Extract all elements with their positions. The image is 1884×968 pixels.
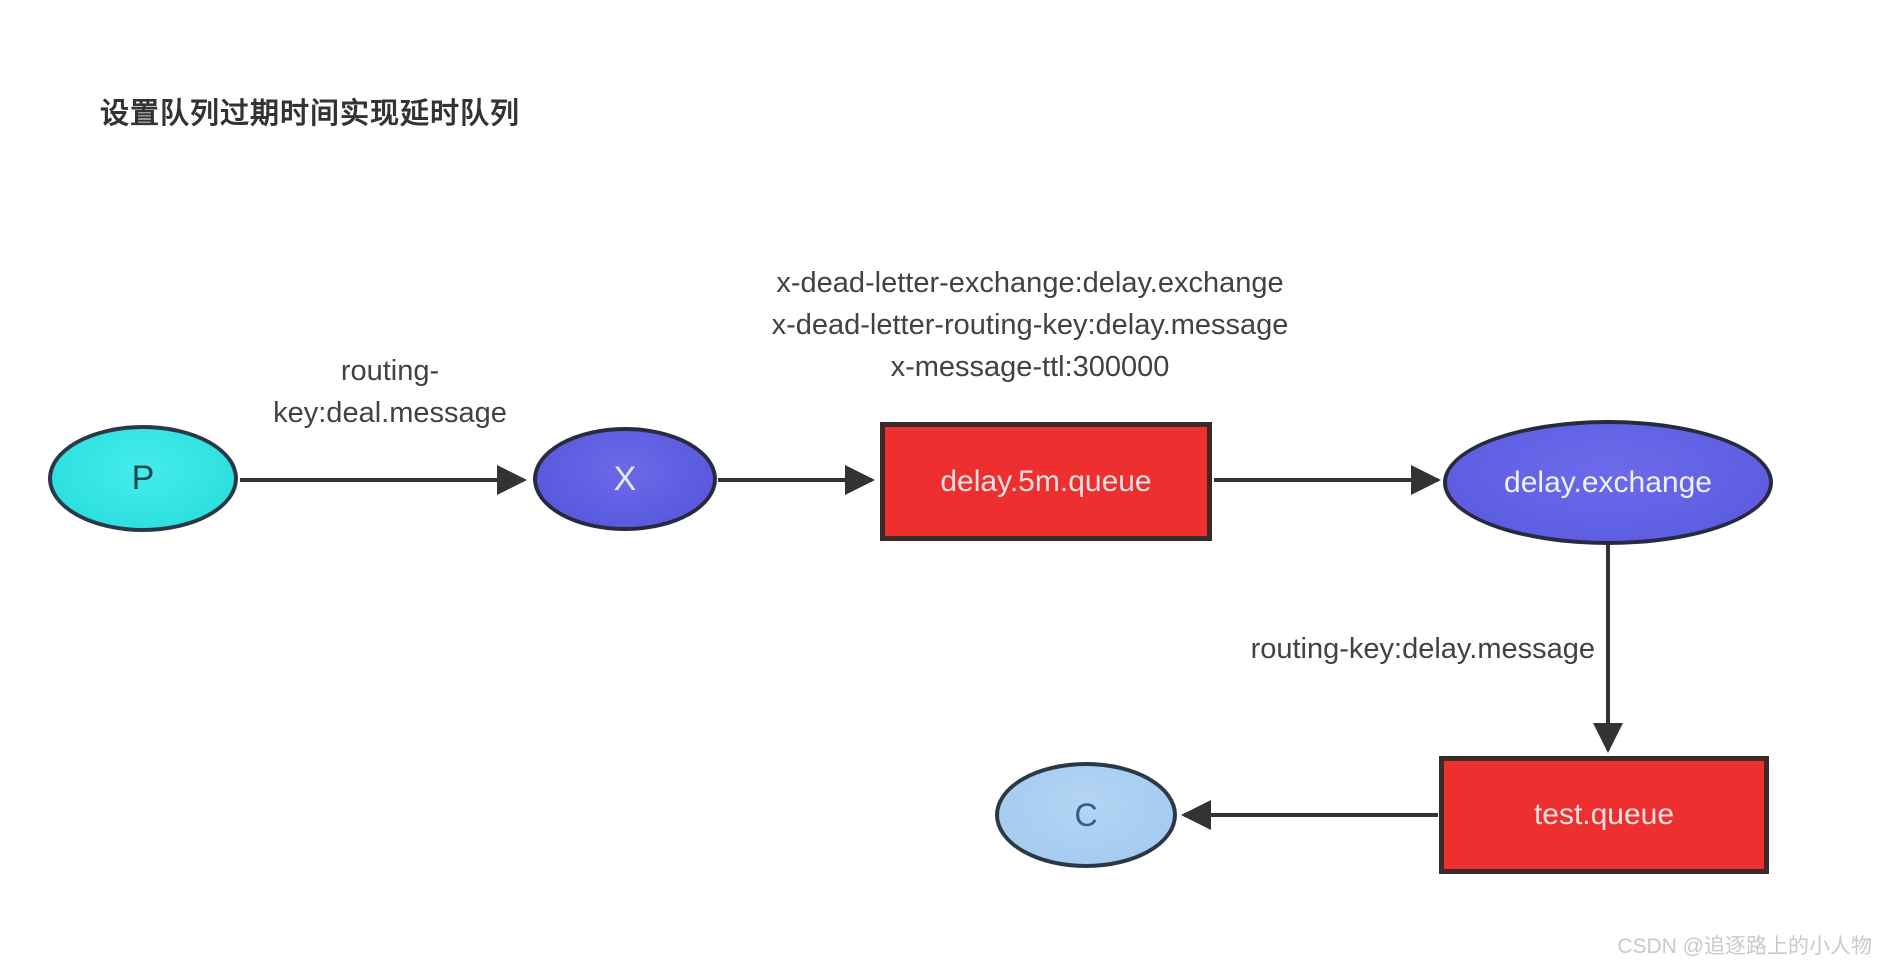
node-exchange-x-label: X — [613, 459, 637, 498]
diagram-title: 设置队列过期时间实现延时队列 — [100, 98, 521, 130]
node-producer: P — [48, 425, 238, 532]
node-delay-queue-label: delay.5m.queue — [940, 464, 1152, 498]
edge-label-routing-key-delay: routing-key:delay.message — [1250, 633, 1595, 665]
node-exchange-x: X — [533, 427, 717, 531]
node-delay-exchange-label: delay.exchange — [1504, 465, 1712, 499]
edge-label-queue-arguments: x-dead-letter-exchange:delay.exchange x-… — [771, 267, 1289, 384]
node-consumer: C — [995, 762, 1177, 868]
csdn-watermark: CSDN @追逐路上的小人物 — [1617, 935, 1872, 958]
node-delay-exchange: delay.exchange — [1443, 420, 1773, 545]
node-producer-label: P — [131, 459, 155, 497]
node-test-queue: test.queue — [1439, 756, 1769, 874]
node-consumer-label: C — [1074, 796, 1098, 833]
edge-label-routing-key-deal: routing- key:deal.message — [273, 355, 507, 430]
node-delay-queue: delay.5m.queue — [880, 422, 1212, 541]
node-test-queue-label: test.queue — [1533, 798, 1675, 831]
